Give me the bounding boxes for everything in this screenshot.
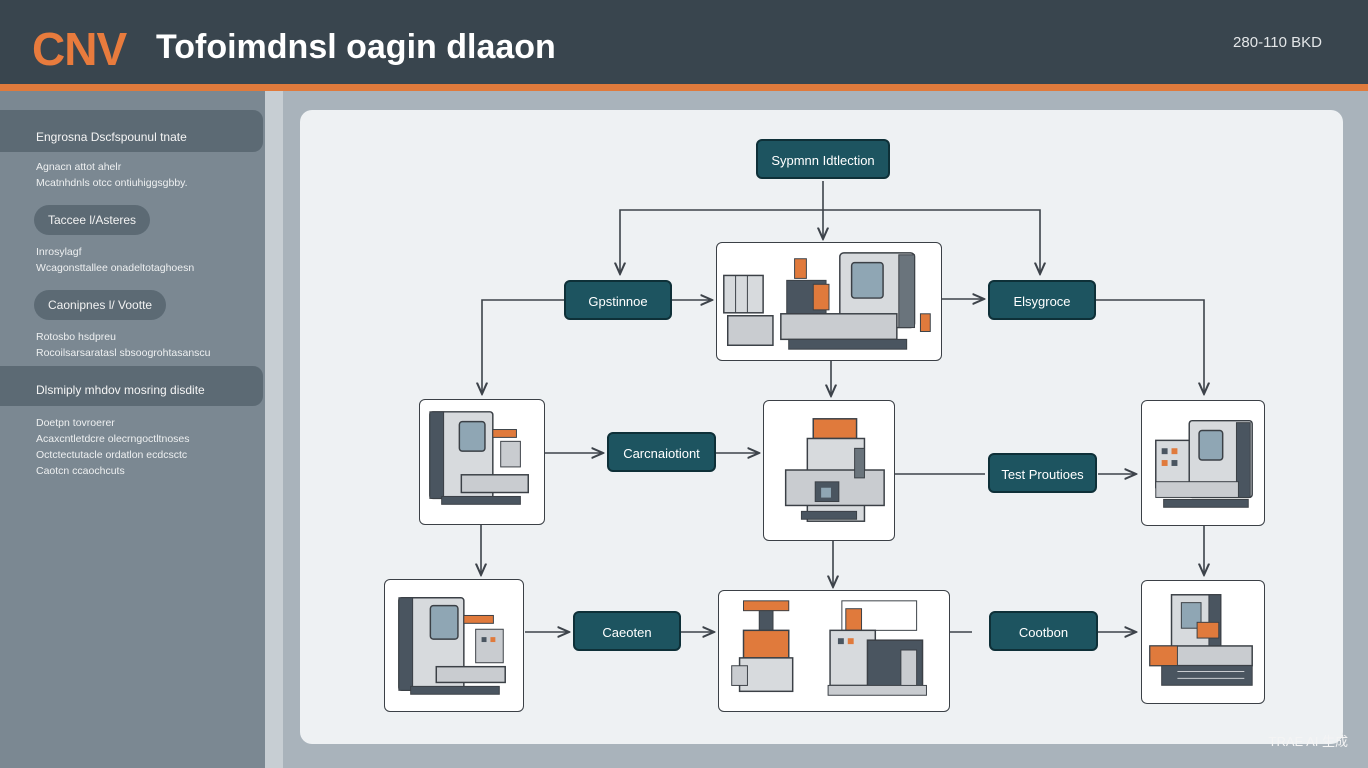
right-station-box[interactable]	[1141, 400, 1265, 526]
sidebar-section-2-line-1: Inrosylagf	[36, 246, 82, 258]
drill-press-icon	[784, 418, 885, 522]
sidebar-section-4-heading: Dlsmiply mhdov mosring disdite	[36, 383, 205, 397]
sidebar-section-1-heading: Engrosna Dscfspounul tnate	[36, 130, 187, 144]
sidebar-divider	[265, 91, 283, 768]
connector-top-right-branch	[823, 209, 1040, 274]
sidebar-section-4-line-4: Caotcn ccaochcuts	[36, 465, 125, 477]
sidebar-section-1[interactable]	[0, 110, 263, 152]
cnc-mill-icon	[1149, 594, 1253, 686]
sidebar-section-2-pill[interactable]: Taccee l/Asteres	[34, 205, 151, 235]
node-carcnaiotiont[interactable]: Carcnaiotiont	[607, 432, 716, 472]
sidebar-section-1-line-1: Agnacn attot ahelr	[36, 161, 122, 173]
mill-machine-icon	[398, 596, 506, 695]
bottom-left-mill-box[interactable]	[384, 579, 524, 712]
sidebar-section-1-line-2: Mcatnhdnls otcc ontiuhiggsgbby.	[36, 177, 188, 189]
node-test-products[interactable]: Test Proutioes	[988, 453, 1097, 493]
sidebar-section-4-line-1: Doetpn tovroerer	[36, 417, 115, 429]
sidebar-section-2-line-2: Wcagonsttallee onadeltotaghoesn	[36, 262, 195, 274]
connector-left-branch-down	[482, 299, 565, 394]
sidebar-section-4-line-2: Acaxcntletdcre olecrngoctltnoses	[36, 433, 190, 445]
station-machine-icon	[1155, 419, 1253, 508]
lathe-machine-icon	[723, 252, 931, 350]
node-cootbon[interactable]: Cootbon	[989, 611, 1098, 651]
mill-machine-icon	[429, 411, 529, 505]
page-title: Tofoimdnsl oagin dlaaon	[156, 28, 556, 66]
main-lathe-box[interactable]	[716, 242, 942, 361]
sidebar-section-3-line-2: Rocoilsarsaratasl sbsoogrohtasanscu	[36, 347, 211, 359]
header-bar	[0, 0, 1368, 84]
header-accent-rule	[0, 84, 1368, 91]
bottom-center-assembly-box[interactable]	[718, 590, 950, 712]
node-system-detection[interactable]: Sypmnn Idtlection	[756, 139, 890, 179]
node-gpstinnoe[interactable]: Gpstinnoe	[564, 280, 672, 320]
assembly-machines-icon	[731, 600, 927, 696]
node-caeoten[interactable]: Caeoten	[573, 611, 681, 651]
watermark: TRAE AI 生成	[1268, 734, 1348, 749]
connector-top-left-branch	[620, 209, 823, 274]
header-meta: 280-110 BKD	[1233, 34, 1322, 51]
node-elsygroce[interactable]: Elsygroce	[988, 280, 1096, 320]
app-logo: CNV	[32, 23, 127, 75]
center-drill-press-box[interactable]	[763, 400, 895, 541]
bottom-right-mill-box[interactable]	[1141, 580, 1265, 704]
sidebar-section-3-pill[interactable]: Caonipnes l/ Vootte	[34, 290, 167, 320]
sidebar-section-4[interactable]	[0, 366, 263, 406]
sidebar	[0, 91, 265, 768]
sidebar-section-4-line-3: Octctectutacle ordatlon ecdcsctc	[36, 449, 188, 461]
sidebar-section-3-line-1: Rotosbo hsdpreu	[36, 331, 116, 343]
left-mill-box[interactable]	[419, 399, 545, 525]
connector-right-branch-down	[1095, 299, 1204, 394]
